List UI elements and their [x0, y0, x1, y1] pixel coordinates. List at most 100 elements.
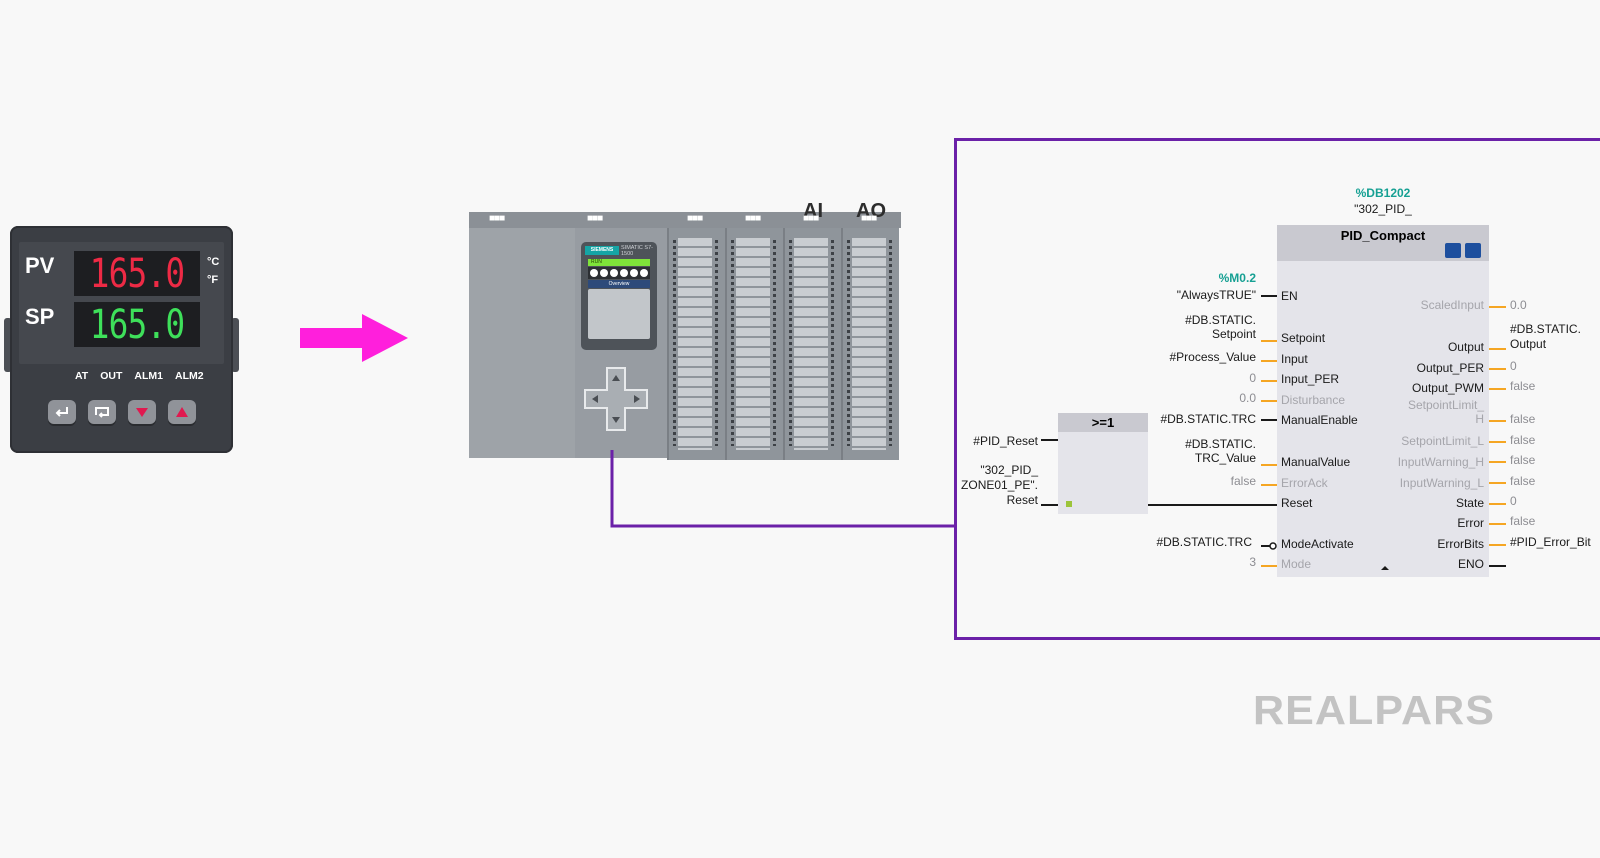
right-arrow-icon	[300, 314, 408, 362]
mode-value: 3	[1249, 555, 1256, 569]
module-slot-icon: ■■■	[745, 213, 761, 224]
sp-display: 165.0	[74, 301, 200, 348]
or-block-title: >=1	[1058, 413, 1148, 432]
output-pwm-value: false	[1510, 379, 1536, 393]
sp-value: 165.0	[89, 301, 185, 348]
commissioning-icon[interactable]	[1445, 243, 1461, 258]
terminal-strip	[852, 238, 886, 450]
mode-activate-value: #DB.STATIC.TRC	[1156, 535, 1252, 549]
io-module-2: ■■■	[725, 213, 783, 460]
status-icon	[600, 269, 608, 277]
terminal-leds	[731, 240, 734, 446]
unit-celsius: °C	[207, 256, 220, 268]
output-per-value: 0	[1510, 359, 1517, 373]
input-per-value: 0	[1249, 371, 1256, 385]
terminal-leds	[847, 240, 850, 446]
pv-value: 165.0	[89, 250, 185, 297]
cpu-model: SIMATIC S7-1500	[621, 245, 653, 257]
status-icon	[610, 269, 618, 277]
cpu-connection-line	[610, 450, 956, 528]
pin-output-per: Output_PER	[1416, 361, 1484, 375]
pin-scaled-input: ScaledInput	[1420, 298, 1484, 312]
cpu-front-panel: SIEMENS SIMATIC S7-1500 RUN Overview	[581, 242, 657, 350]
pid-compact-block[interactable]: PID_Compact	[1277, 225, 1489, 577]
analog-input-module: AI ■■■	[783, 200, 841, 460]
pv-label: PV	[25, 253, 55, 278]
module-slot-icon: ■■■	[803, 213, 819, 224]
en-tag: "AlwaysTRUE"	[1176, 288, 1256, 302]
pin-reset: Reset	[1281, 496, 1313, 510]
indicator-alm1: ALM1	[134, 370, 163, 382]
error-value: false	[1510, 514, 1536, 528]
cpu-icon-row	[588, 267, 650, 279]
pin-mode: Mode	[1281, 557, 1312, 571]
controller-left-bracket	[4, 318, 12, 372]
manual-enable-value: #DB.STATIC.TRC	[1160, 412, 1256, 426]
pin-input-warning-h: InputWarning_H	[1397, 455, 1484, 469]
pin-eno: ENO	[1457, 557, 1484, 571]
sp-label: SP	[25, 304, 55, 329]
setpoint-limit-h-value: false	[1510, 412, 1536, 426]
pin-manual-value: ManualValue	[1281, 455, 1351, 469]
controller-right-bracket	[231, 318, 239, 372]
terminal-leds	[831, 240, 834, 446]
unit-fahrenheit: °F	[207, 274, 219, 286]
pv-display: 165.0	[74, 250, 200, 297]
setpoint-limit-l-value: false	[1510, 433, 1536, 447]
pin-setpoint-limit-h-line1: SetpointLimit_	[1407, 398, 1484, 412]
run-status: RUN	[588, 259, 650, 266]
terminal-leds	[715, 240, 718, 446]
status-icon	[640, 269, 648, 277]
error-bits-value: #PID_Error_Bit	[1510, 535, 1591, 549]
up-button[interactable]	[168, 400, 196, 424]
cpu-module: SIEMENS SIMATIC S7-1500 RUN Overview	[575, 228, 669, 458]
pin-setpoint-limit-h-line2: H	[1475, 412, 1484, 426]
cpu-display	[588, 289, 650, 339]
indicator-alm2: ALM2	[174, 370, 204, 382]
navigation-pad-icon	[584, 367, 648, 431]
or-input-2-line2: ZONE01_PE".	[961, 478, 1038, 492]
terminal-leds	[773, 240, 776, 446]
status-icon	[630, 269, 638, 277]
terminal-strip	[794, 238, 828, 450]
analog-output-module: AO ■■■	[841, 200, 899, 460]
module-slot-icon: ■■■	[861, 213, 877, 224]
enter-icon	[55, 407, 68, 417]
pin-state: State	[1455, 496, 1484, 510]
input-warning-h-value: false	[1510, 453, 1536, 467]
rail-slot-icon: ■■■	[489, 213, 505, 224]
up-arrow-icon	[176, 407, 188, 417]
pin-input-per: Input_PER	[1281, 372, 1340, 386]
configuration-icon[interactable]	[1465, 243, 1481, 258]
ai-label: AI	[803, 200, 823, 222]
pin-output: Output	[1447, 340, 1484, 354]
down-button[interactable]	[128, 400, 156, 424]
io-module-1: ■■■	[667, 213, 725, 460]
pin-error-bits: ErrorBits	[1437, 537, 1484, 551]
siemens-logo: SIEMENS	[585, 246, 619, 255]
pin-input: Input	[1281, 352, 1308, 366]
output-value-line2: Output	[1510, 337, 1547, 351]
cycle-button[interactable]	[88, 400, 116, 424]
negation-marker-icon	[1066, 501, 1072, 507]
or-input-1: #PID_Reset	[973, 434, 1038, 448]
pin-setpoint-limit-l: SetpointLimit_L	[1401, 434, 1484, 448]
pin-setpoint: Setpoint	[1281, 331, 1326, 345]
pin-mode-activate: ModeActivate	[1281, 537, 1354, 551]
enter-button[interactable]	[48, 400, 76, 424]
pin-output-pwm: Output_PWM	[1411, 381, 1484, 395]
overview-label: Overview	[588, 280, 650, 288]
terminal-leds	[673, 240, 676, 446]
status-icon	[590, 269, 598, 277]
pin-en: EN	[1281, 289, 1298, 303]
or-block[interactable]: >=1	[1058, 413, 1148, 514]
scaled-input-value: 0.0	[1510, 298, 1527, 312]
controller-display: PV 165.0 °C °F SP 165.0 AT OUT ALM1 ALM2	[19, 242, 224, 382]
setpoint-value-line1: #DB.STATIC.	[1185, 313, 1256, 327]
terminal-strip	[678, 238, 712, 450]
state-value: 0	[1510, 494, 1517, 508]
status-icon	[620, 269, 628, 277]
output-value-line1: #DB.STATIC.	[1510, 322, 1581, 336]
pid-db-address: %DB1202	[1355, 186, 1411, 200]
manual-value-line1: #DB.STATIC.	[1185, 437, 1256, 451]
